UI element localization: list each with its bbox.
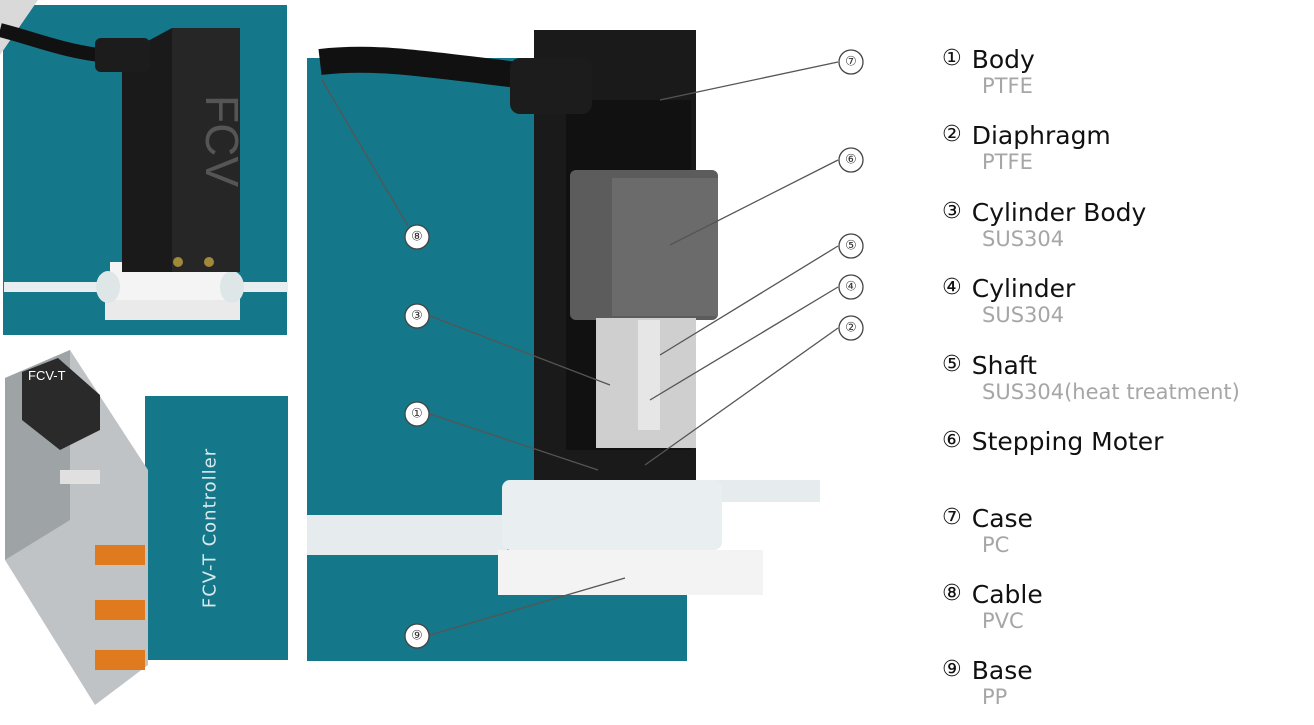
callout-markers [404, 49, 864, 649]
callout-4: ④ [845, 280, 857, 295]
part-item-shaft: ⑤ Shaft SUS304(heat treatment) [942, 351, 1240, 404]
callout-8: ⑧ [411, 230, 423, 245]
part-number: ⑤ [942, 352, 962, 377]
callout-6: ⑥ [845, 153, 857, 168]
part-item-case: ⑦ Case PC [942, 504, 1033, 557]
part-name: Cable [971, 580, 1043, 609]
callout-3: ③ [411, 309, 423, 324]
cutaway-valve-image [307, 30, 820, 595]
corner-accent [0, 0, 38, 55]
callout-1: ① [411, 407, 423, 422]
part-name: Cylinder [971, 274, 1076, 303]
controller-label: FCV-T Controller [199, 447, 221, 609]
part-material: SUS304 [982, 303, 1065, 327]
part-material: SUS304(heat treatment) [982, 380, 1240, 404]
part-item-diaphragm: ② Diaphragm PTFE [942, 121, 1111, 174]
part-number: ① [942, 46, 962, 71]
controller-photo-panel [145, 396, 288, 660]
part-material: PC [982, 533, 1010, 557]
callout-2: ② [845, 321, 857, 336]
callout-7: ⑦ [845, 55, 857, 70]
part-material: PVC [982, 609, 1024, 633]
part-name: Base [971, 656, 1033, 685]
part-name: Case [971, 504, 1033, 533]
part-item-base: ⑨ Base PP [942, 656, 1033, 709]
part-material: SUS304 [982, 227, 1065, 251]
part-item-body: ① Body PTFE [942, 45, 1035, 98]
controller-title: FCV-T [28, 368, 66, 383]
controller-image: FCV-T [5, 350, 148, 705]
part-item-cylinder: ④ Cylinder SUS304 [942, 274, 1075, 327]
part-number: ⑦ [942, 505, 962, 530]
part-name: Body [971, 45, 1035, 74]
part-material: PTFE [982, 150, 1033, 174]
part-number: ⑥ [942, 428, 962, 453]
part-name: Shaft [971, 351, 1037, 380]
part-number: ③ [942, 199, 962, 224]
assembled-valve-image: FCV [0, 23, 288, 320]
part-item-stepping-motor: ⑥ Stepping Moter [942, 427, 1163, 456]
part-material: PP [982, 685, 1008, 709]
leader-lines [321, 61, 839, 636]
part-item-cable: ⑧ Cable PVC [942, 580, 1043, 633]
part-number: ④ [942, 275, 962, 300]
part-material: PTFE [982, 74, 1033, 98]
part-item-cylinder-body: ③ Cylinder Body SUS304 [942, 198, 1146, 251]
part-name: Cylinder Body [971, 198, 1147, 227]
callout-9: ⑨ [411, 629, 423, 644]
part-number: ⑨ [942, 657, 962, 682]
part-name: Diaphragm [971, 121, 1111, 150]
part-number: ② [942, 122, 962, 147]
part-name: Stepping Moter [971, 427, 1164, 456]
body-logo-text: FCV [196, 95, 248, 187]
callout-5: ⑤ [845, 239, 857, 254]
part-number: ⑧ [942, 581, 962, 606]
